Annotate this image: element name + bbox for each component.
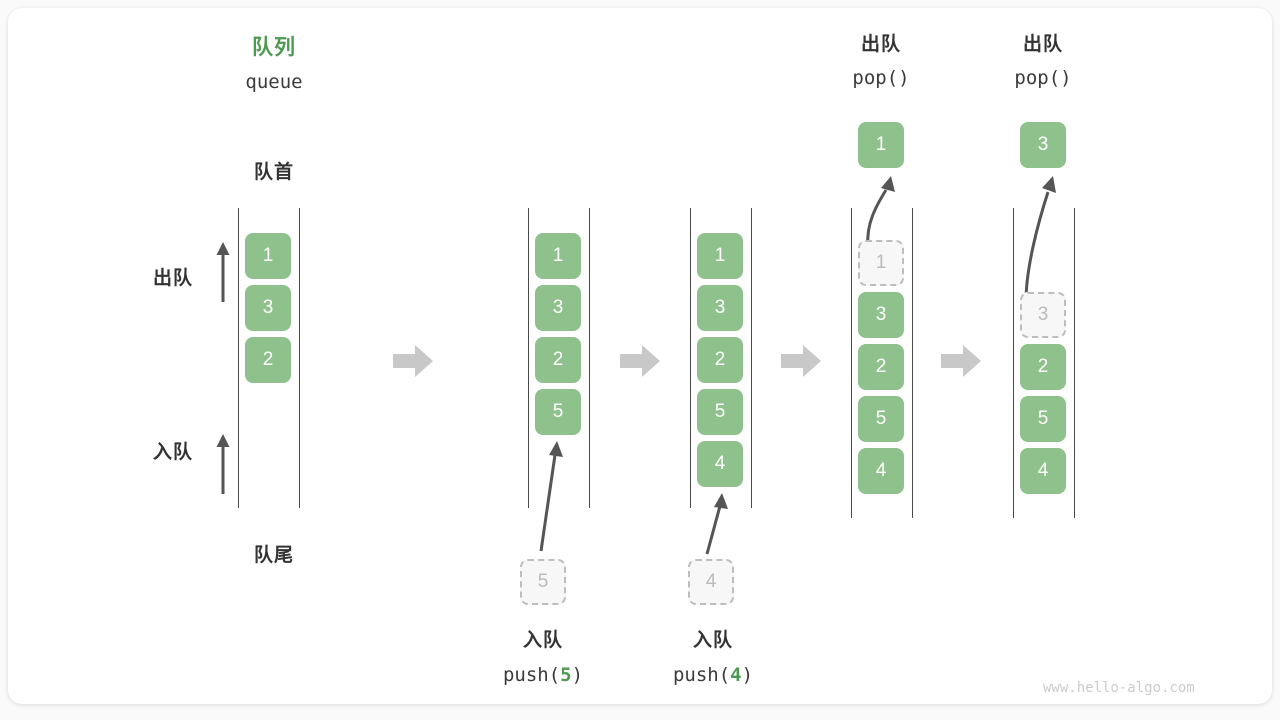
push-arrow-icon	[705, 493, 728, 555]
queue-rail-left	[690, 208, 691, 508]
push-code-arg: 4	[730, 664, 742, 686]
queue-item: 2	[245, 337, 291, 383]
flow-arrow-icon	[620, 345, 660, 377]
push-code-prefix: push(	[672, 664, 731, 686]
queue-rail-left	[1013, 208, 1014, 518]
flow-arrow-icon	[781, 345, 821, 377]
queue-rail-right	[1074, 208, 1075, 518]
enqueue-direction-label: 入队	[152, 442, 193, 463]
pop-title-code: pop()	[852, 67, 910, 89]
push-code-prefix: push(	[502, 664, 561, 686]
queue-rail-right	[751, 208, 752, 508]
popped-element: 3	[1020, 122, 1066, 168]
queue-item: 3	[245, 285, 291, 331]
enqueue-direction-arrow	[216, 434, 230, 494]
push-code-arg: 5	[560, 664, 572, 686]
queue-item: 4	[1020, 448, 1066, 494]
queue-rail-right	[299, 208, 300, 508]
queue-title-cn: 队列	[252, 36, 296, 59]
queue-rail-right	[589, 208, 590, 508]
queue-item: 2	[858, 344, 904, 390]
queue-item: 5	[697, 389, 743, 435]
popped-element: 1	[858, 122, 904, 168]
pop-arrow-icon	[866, 176, 895, 247]
queue-item: 5	[858, 396, 904, 442]
dequeue-direction-arrow	[216, 242, 230, 302]
push-code-suffix: )	[741, 664, 754, 686]
flow-arrow-icon	[393, 345, 433, 377]
queue-rear-label: 队尾	[253, 545, 294, 566]
incoming-element-ghost: 5	[520, 559, 566, 605]
popped-slot-ghost: 3	[1020, 292, 1066, 338]
pop-title-code: pop()	[1014, 67, 1072, 89]
pop-title-cn: 出队	[1022, 34, 1063, 55]
push-caption-code: push(5)	[483, 663, 603, 688]
queue-item-new: 5	[535, 389, 581, 435]
push-caption-cn: 入队	[692, 630, 733, 651]
queue-rail-left	[238, 208, 239, 508]
queue-title-en: queue	[245, 71, 303, 93]
pop-title-cn: 出队	[860, 34, 901, 55]
push-caption-cn: 入队	[522, 630, 563, 651]
flow-arrow-icon	[941, 345, 981, 377]
queue-item: 2	[697, 337, 743, 383]
incoming-element-ghost: 4	[688, 559, 734, 605]
pop-arrow-icon	[1024, 176, 1056, 302]
watermark: www.hello-algo.com	[1043, 680, 1195, 696]
queue-front-label: 队首	[253, 162, 294, 183]
queue-rail-left	[528, 208, 529, 508]
queue-item: 1	[697, 233, 743, 279]
push-caption-code: push(4)	[653, 663, 773, 688]
queue-item: 3	[535, 285, 581, 331]
queue-item: 5	[1020, 396, 1066, 442]
queue-item: 2	[535, 337, 581, 383]
queue-item: 2	[1020, 344, 1066, 390]
queue-rail-right	[912, 208, 913, 518]
diagram-card: 队列 queue 队首 队尾 出队 入队 1 3 2 1 3 2 5 5	[8, 8, 1272, 704]
push-arrow-icon	[539, 441, 563, 552]
queue-item: 1	[535, 233, 581, 279]
diagram-canvas: 队列 queue 队首 队尾 出队 入队 1 3 2 1 3 2 5 5	[8, 8, 1272, 704]
queue-item: 3	[697, 285, 743, 331]
queue-rail-left	[851, 208, 852, 518]
queue-item: 4	[858, 448, 904, 494]
queue-item: 3	[858, 292, 904, 338]
queue-item-new: 4	[697, 441, 743, 487]
dequeue-direction-label: 出队	[152, 268, 193, 289]
queue-item: 1	[245, 233, 291, 279]
push-code-suffix: )	[571, 664, 584, 686]
popped-slot-ghost: 1	[858, 240, 904, 286]
